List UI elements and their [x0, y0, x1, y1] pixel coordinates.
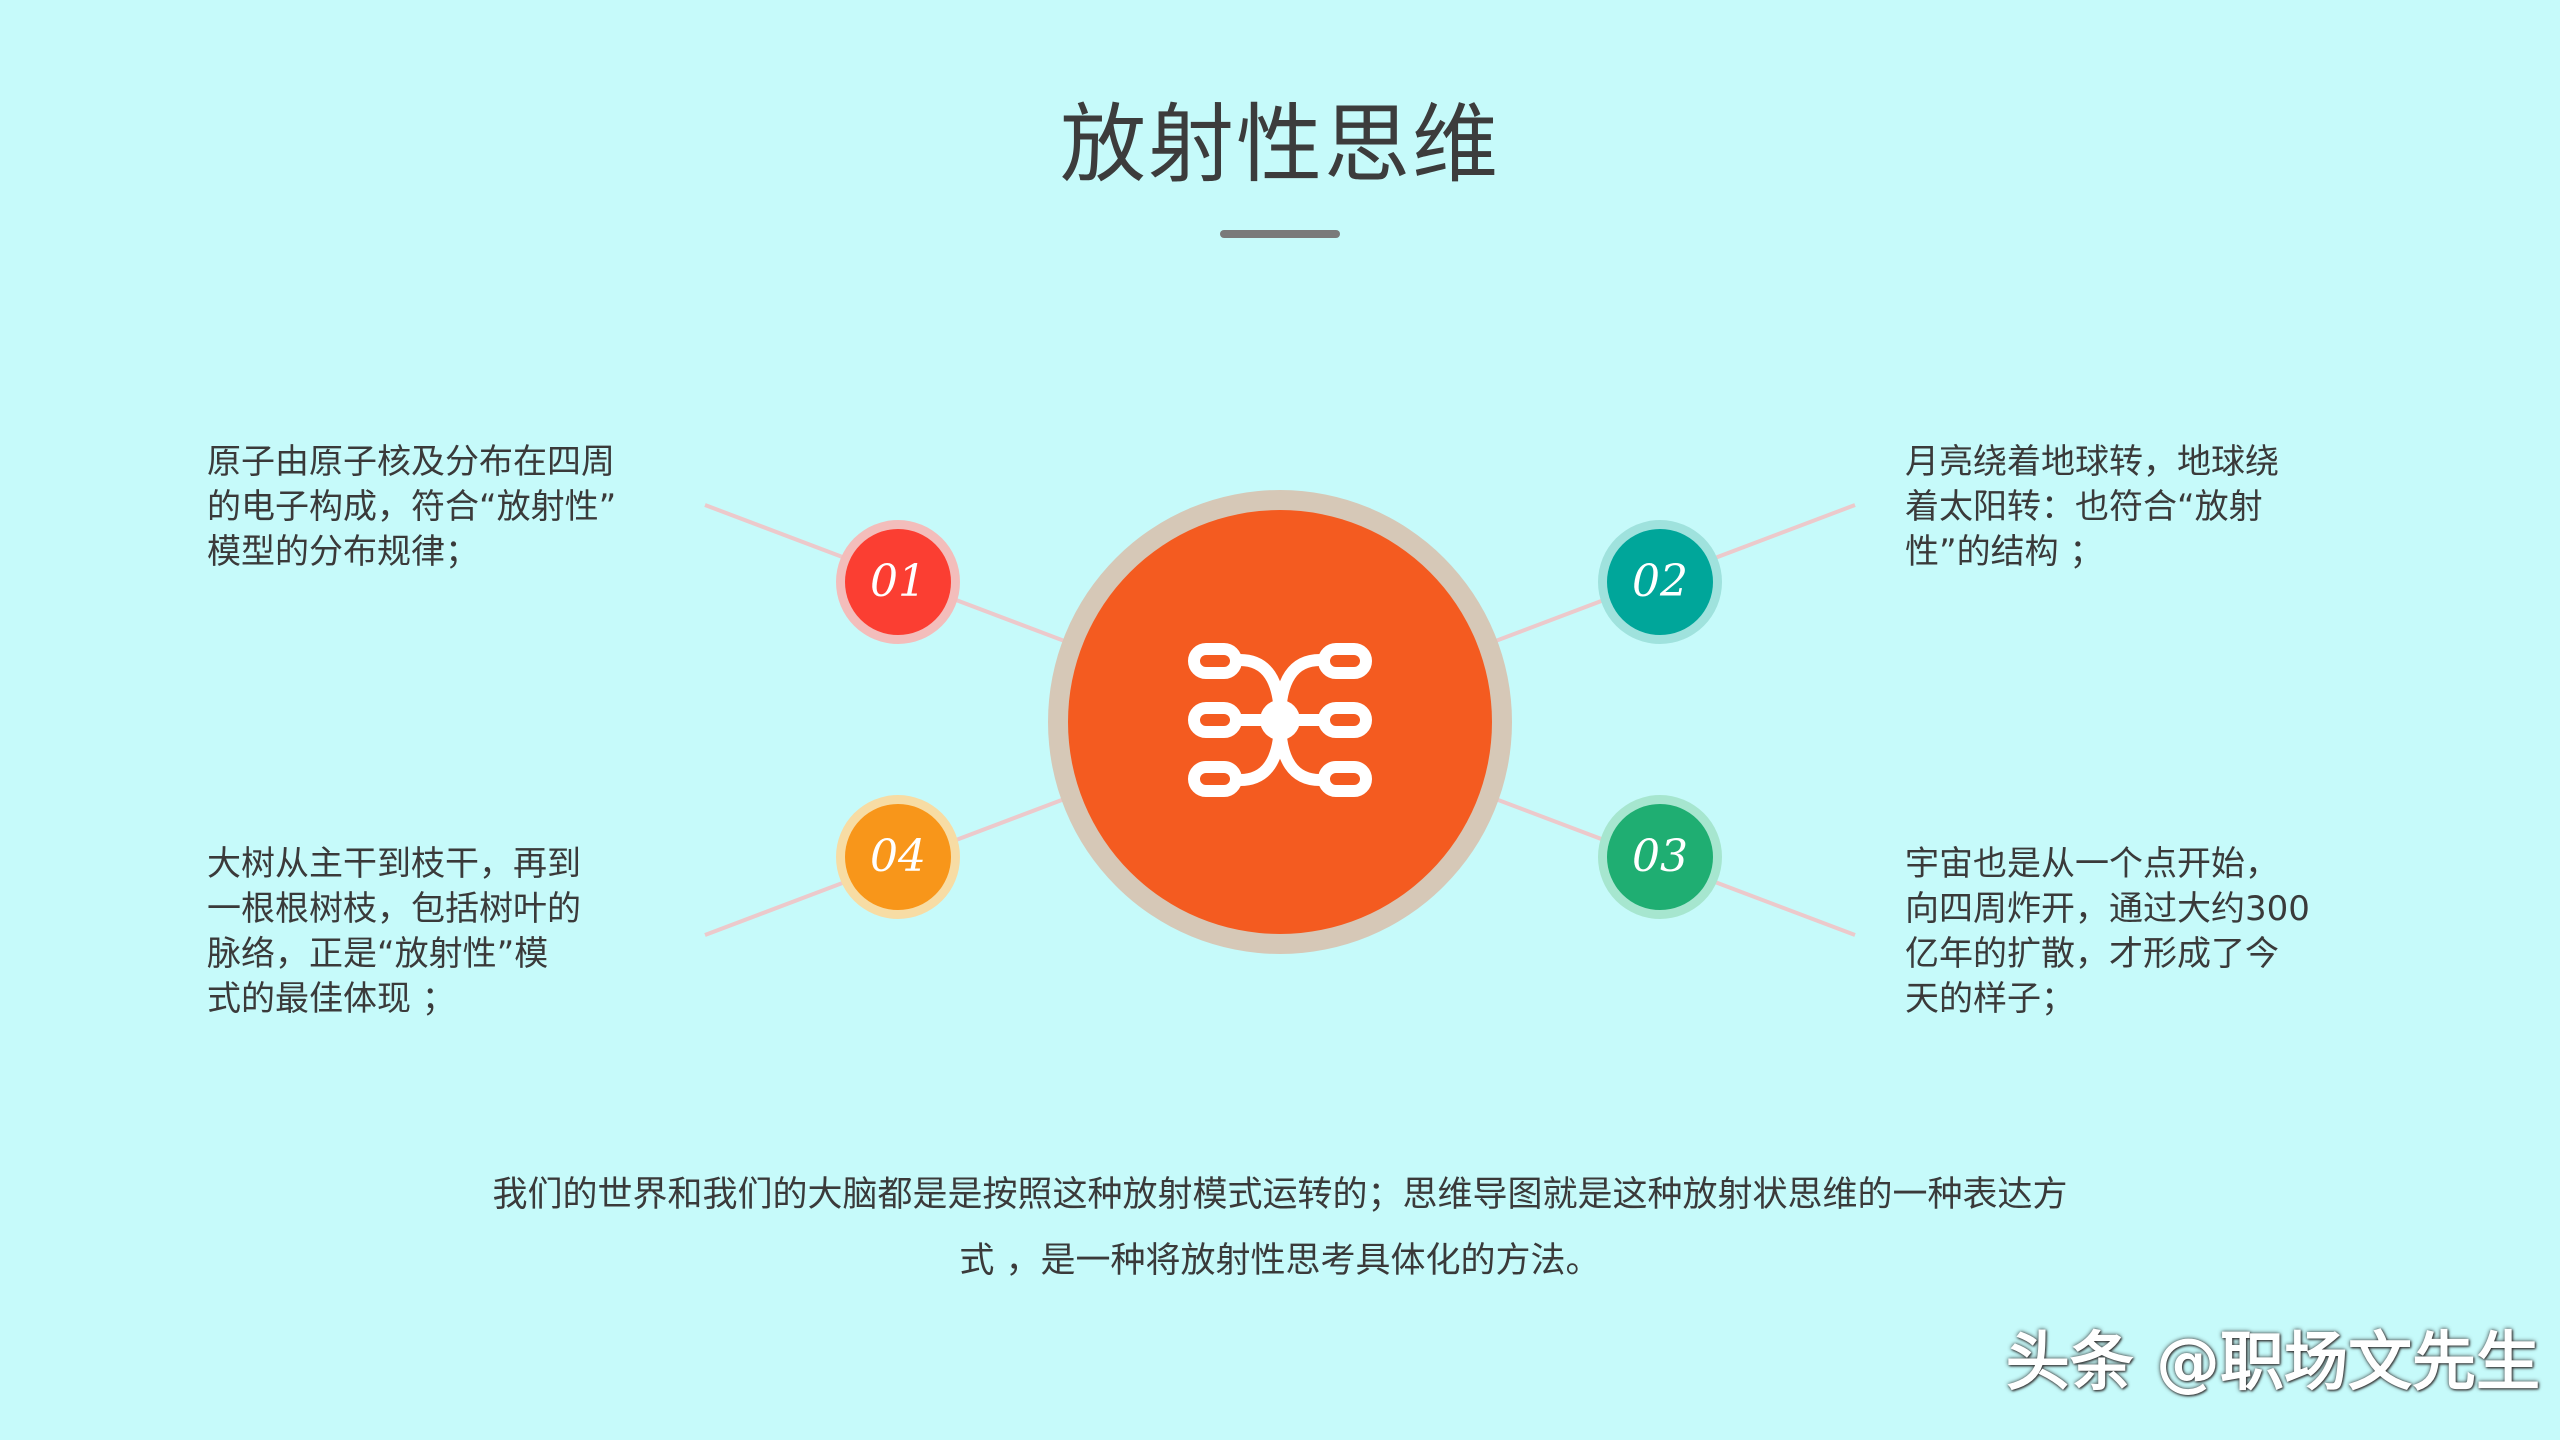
- watermark: 头条 @职场文先生: [2005, 1326, 2540, 1400]
- badge-04: 04: [845, 804, 951, 910]
- badge-03: 03: [1607, 804, 1713, 910]
- item-text-03: 宇宙也是从一个点开始， 向四周炸开，通过大约300 亿年的扩散，才形成了今 天的…: [1905, 844, 2310, 1019]
- badge-01: 01: [845, 529, 951, 635]
- page-title: 放射性思维: [1060, 95, 1500, 195]
- item-text-02: 月亮绕着地球转，地球绕 着太阳转：也符合“放射 性”的结构 ；: [1905, 442, 2279, 572]
- item-text-01: 原子由原子核及分布在四周 的电子构成，符合“放射性” 模型的分布规律；: [207, 442, 617, 572]
- mind-map-icon: [1188, 643, 1372, 797]
- item-text-04: 大树从主干到枝干，再到 一根根树枝，包括树叶的 脉络，正是“放射性”模 式的最佳…: [207, 844, 581, 1019]
- badge-02: 02: [1607, 529, 1713, 635]
- summary-text: 我们的世界和我们的大脑都是是按照这种放射模式运转的；思维导图就是这种放射状思维的…: [492, 1175, 2068, 1281]
- title-underline: [1220, 230, 1340, 238]
